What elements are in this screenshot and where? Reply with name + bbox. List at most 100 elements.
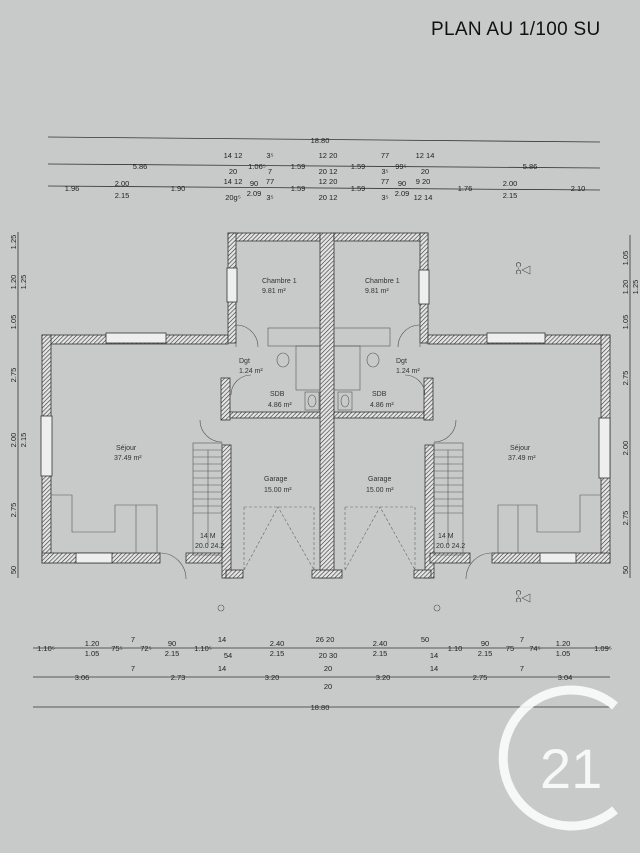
dimension-label: 2.15	[503, 191, 518, 200]
room-name: Dgt	[396, 358, 407, 365]
dimension-label: 2.00	[9, 433, 18, 448]
stair-label: 20.0 24.2	[436, 543, 465, 550]
dimension-label: 77	[381, 151, 389, 160]
dimension-label: 1.20	[9, 275, 18, 290]
room-area: 1.24 m²	[396, 368, 420, 375]
dimension-label: 2.15	[270, 649, 285, 658]
dimension-label: 3.06	[75, 673, 90, 682]
stair-label: 14 M	[200, 533, 216, 540]
dimension-label: 2.15	[165, 649, 180, 658]
dimension-label: 1.90	[171, 184, 186, 193]
plan-title: PLAN AU 1/100 SU	[431, 19, 601, 40]
room-name: Dgt	[239, 358, 250, 365]
dimension-label: 1.05	[9, 315, 18, 330]
dimension-label: 77	[381, 177, 389, 186]
dimension-label: 2.40	[373, 639, 388, 648]
windows	[40, 267, 611, 564]
dimension-label: 7	[131, 664, 135, 673]
dimension-label: 90	[398, 179, 406, 188]
dimension-label: 2.00	[503, 179, 518, 188]
dimension-label: 7	[131, 635, 135, 644]
dimension-label: 14	[430, 664, 438, 673]
dimension-label: 1.05	[85, 649, 100, 658]
dimension-label: 1.59	[291, 184, 306, 193]
dimension-label: 1.20	[556, 639, 571, 648]
room-area: 4.86 m²	[268, 402, 292, 409]
room-name: Chambre 1	[262, 278, 297, 285]
section-mark: C-C	[514, 590, 521, 602]
room-area: 1.24 m²	[239, 368, 263, 375]
dimension-label: 2.15	[373, 649, 388, 658]
dimension-label: 12 14	[414, 193, 433, 202]
section-arrow-icon	[521, 593, 531, 603]
stair-label: 14 M	[438, 533, 454, 540]
dimension-label: 20	[324, 682, 332, 691]
dimension-label: 3.20	[376, 673, 391, 682]
dimension-label: 1.59	[351, 184, 366, 193]
dimension-label: 1.10⁵	[37, 644, 55, 653]
dimension-label: 14	[430, 651, 438, 660]
room-name: Séjour	[510, 445, 531, 452]
room-name: SDB	[270, 391, 285, 398]
room-area: 9.81 m²	[365, 288, 389, 295]
dimension-label: 50	[421, 635, 429, 644]
room-labels: Chambre 1 9.81 m² Dgt 1.24 m² SDB 4.86 m…	[114, 262, 536, 612]
section-mark: C-C	[514, 262, 521, 274]
dimension-label: 2.75	[9, 368, 18, 383]
dimension-label: 2.15	[19, 433, 28, 448]
dimension-label: 1.59	[351, 162, 366, 171]
fixtures	[51, 324, 601, 580]
dimension-label: 12 20	[319, 177, 338, 186]
dimension-label: 12 14	[416, 151, 435, 160]
dimension-label: 90	[481, 639, 489, 648]
dimension-label: 3.04	[558, 673, 573, 682]
dimension-label: 2.00	[621, 441, 630, 456]
dimension-label: 2.09	[247, 189, 262, 198]
dimension-label: 74⁵	[529, 644, 540, 653]
dimension-label: 12 20	[319, 151, 338, 160]
dimension-label: 9 20	[416, 177, 431, 186]
dimension-label: 90	[250, 179, 258, 188]
room-area: 15.00 m²	[366, 487, 394, 494]
century21-logo: 21	[498, 685, 618, 831]
dimension-label: 14 12	[224, 177, 243, 186]
room-area: 9.81 m²	[262, 288, 286, 295]
dimension-label: 20 12	[319, 167, 338, 176]
dimension-label: 90	[168, 639, 176, 648]
dimension-label: 3.20	[265, 673, 280, 682]
dimension-label: 2.75	[9, 503, 18, 518]
dimension-label: 2.09	[395, 189, 410, 198]
room-area: 4.86 m²	[370, 402, 394, 409]
dimension-label: 77	[266, 177, 274, 186]
dimension-label: 3⁵	[266, 151, 273, 160]
dimension-label: 20	[229, 167, 237, 176]
stair-label: 20.0 24.2	[195, 543, 224, 550]
dimension-label: 1.06⁵	[248, 162, 266, 171]
dimension-label: 1.10	[448, 644, 463, 653]
dimension-label: 1.25	[9, 235, 18, 250]
compass-mark-icon	[217, 604, 225, 612]
dimension-label: 1.10⁵	[194, 644, 212, 653]
dimension-label: 3⁵	[266, 193, 273, 202]
dimension-label: 20	[324, 664, 332, 673]
room-name: Garage	[368, 476, 391, 483]
dimension-label: 20g⁵	[225, 193, 241, 202]
dimension-label: 7	[520, 635, 524, 644]
dimension-label: 14	[218, 664, 226, 673]
dimension-label: 1.05	[556, 649, 571, 658]
logo-text: 21	[540, 737, 602, 800]
dimension-label: 1.20	[85, 639, 100, 648]
dimension-label: 3⁵	[381, 193, 388, 202]
compass-mark-icon	[433, 604, 441, 612]
room-name: Chambre 1	[365, 278, 400, 285]
dimension-label: 2.15	[478, 649, 493, 658]
walls	[41, 232, 611, 579]
dimension-label: 2.75	[621, 371, 630, 386]
dimension-label: 54	[224, 651, 232, 660]
dimension-label: 75⁵	[111, 644, 122, 653]
dimension-label: 2.40	[270, 639, 285, 648]
dimension-label: 3⁵	[381, 167, 388, 176]
dimension-label: 26 20	[316, 635, 335, 644]
